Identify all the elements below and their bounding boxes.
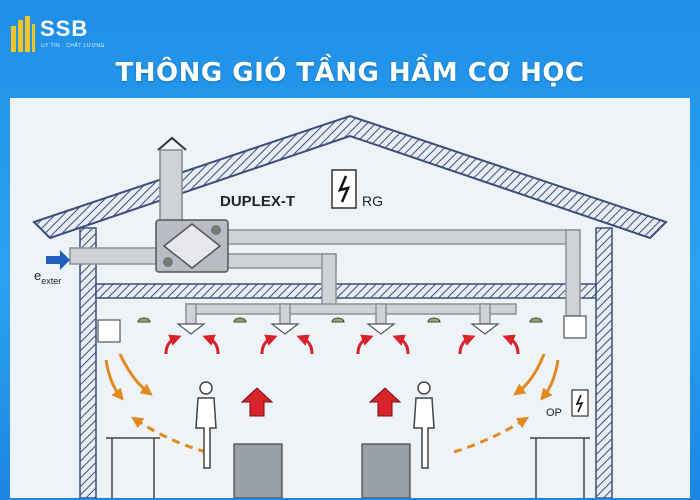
right-wall [595, 227, 613, 498]
exhaust-air-arrows [104, 353, 560, 454]
duplex-t-unit [155, 219, 229, 273]
floor-box-left [233, 443, 283, 498]
logo-mark-icon [11, 16, 35, 52]
power-switch-icon [331, 169, 357, 209]
ceiling-lamps [137, 317, 543, 323]
rising-air-arrows [240, 387, 402, 417]
side-tables [106, 437, 590, 498]
logo-tagline: UY TÍN · CHẤT LƯỢNG [41, 43, 105, 49]
op-label: OP [546, 407, 562, 419]
right-grille [563, 315, 587, 339]
ventilation-diagram: DUPLEX-T RG eexter [10, 98, 690, 498]
op-panel-icon [571, 389, 589, 417]
left-grille [97, 319, 121, 343]
duplex-t-label: DUPLEX-T [220, 193, 295, 210]
intake-arrow-icon [46, 250, 70, 270]
rg-label: RG [362, 193, 383, 209]
person-figures [195, 381, 435, 469]
supply-air-arrows [164, 334, 520, 355]
floor-box-right [361, 443, 411, 498]
ceiling-diffusers [176, 323, 500, 335]
page-title: THÔNG GIÓ TẦNG HẦM CƠ HỌC [115, 58, 585, 88]
vent-cap-icon [157, 136, 187, 151]
roof [32, 114, 668, 240]
ssb-logo: SSB UY TÍN · CHẤT LƯỢNG [10, 10, 120, 60]
left-wall [79, 227, 97, 498]
exter-label: eexter [34, 268, 61, 286]
ceiling-slab [95, 283, 597, 299]
logo-name: SSB [40, 16, 89, 41]
